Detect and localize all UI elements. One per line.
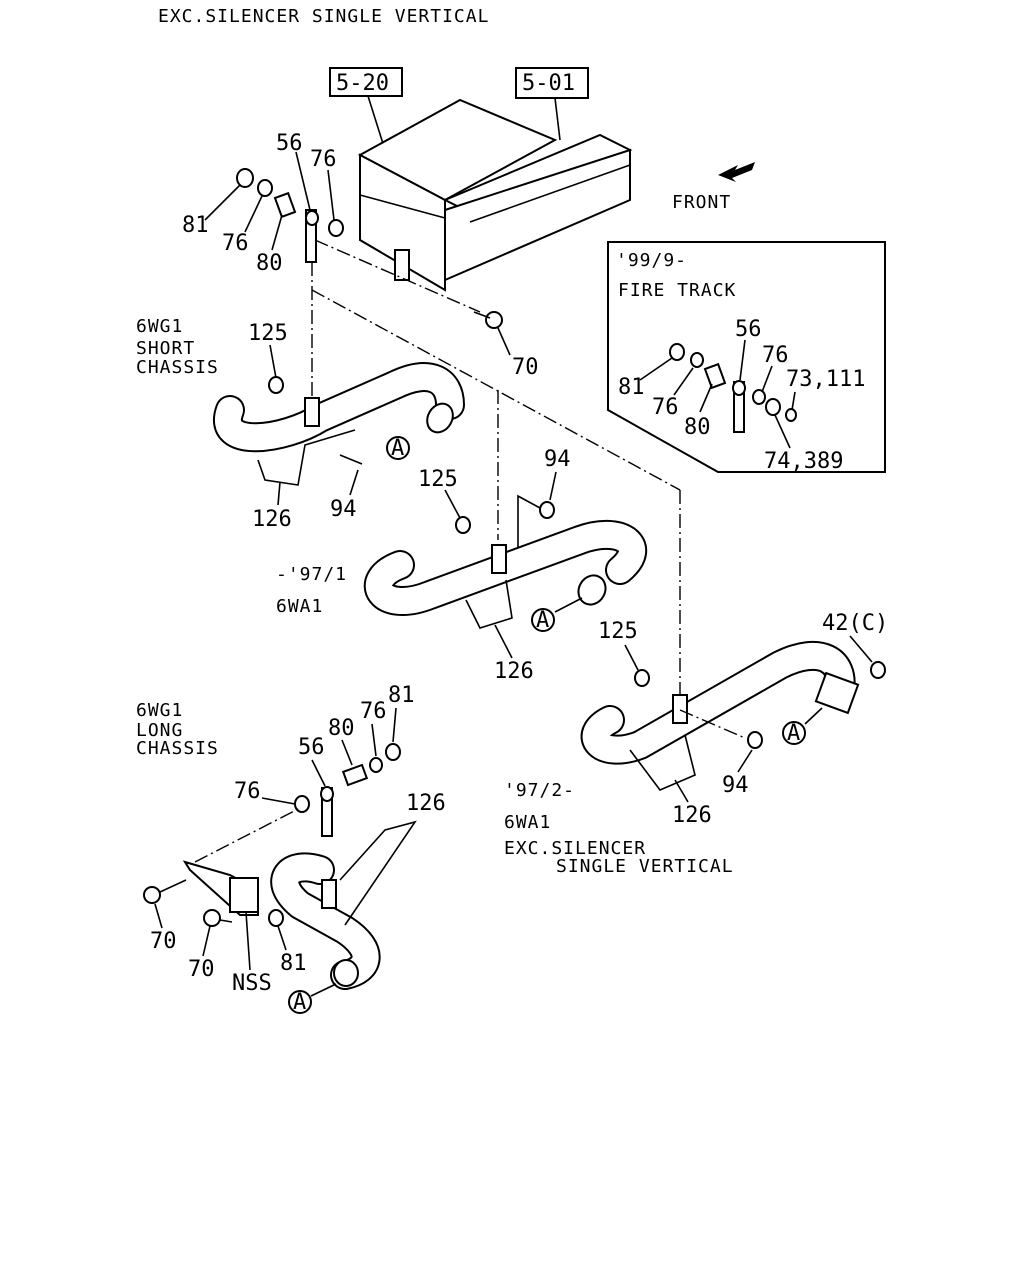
label-80: 80 <box>328 716 355 741</box>
callout-a: A <box>391 436 404 461</box>
label-56: 56 <box>298 735 325 760</box>
group-late-line2: 6WA1 <box>504 812 551 833</box>
label-76: 76 <box>360 699 387 724</box>
label-56: 56 <box>276 131 303 156</box>
label-81: 81 <box>388 683 415 708</box>
group-short-line2: SHORT <box>136 338 195 359</box>
label-126: 126 <box>252 507 292 532</box>
callout-a: A <box>293 990 306 1015</box>
top-hardware <box>236 168 503 329</box>
label-nss: NSS <box>232 971 272 996</box>
label-42c: 42(C) <box>822 611 888 636</box>
exhaust-pipe-late[interactable] <box>580 641 860 765</box>
label-56: 56 <box>735 317 762 342</box>
group-early-line1: -'97/1 <box>276 564 347 585</box>
label-94: 94 <box>330 497 357 522</box>
label-126: 126 <box>672 803 712 828</box>
label-70: 70 <box>150 929 177 954</box>
diagram-title: EXC.SILENCER SINGLE VERTICAL <box>158 6 489 27</box>
front-label: FRONT <box>672 192 731 213</box>
ref-box-5-01[interactable]: 5-01 <box>515 67 589 99</box>
label-73-111: 73,111 <box>786 367 865 392</box>
group-long-line2: LONG <box>136 720 183 741</box>
label-76: 76 <box>222 231 249 256</box>
label-125: 125 <box>418 467 458 492</box>
label-76: 76 <box>762 343 789 368</box>
label-81: 81 <box>182 213 209 238</box>
group-late-line3: EXC.SILENCER <box>504 838 646 859</box>
label-126: 126 <box>494 659 534 684</box>
group-early-line2: 6WA1 <box>276 596 323 617</box>
label-94: 94 <box>722 773 749 798</box>
callout-a: A <box>536 608 549 633</box>
exhaust-pipe-early[interactable] <box>363 519 647 616</box>
group-long-line1: 6WG1 <box>136 700 183 721</box>
group-long-line3: CHASSIS <box>136 738 219 759</box>
inset-subtitle: FIRE TRACK <box>618 280 736 301</box>
label-80: 80 <box>684 415 711 440</box>
long-chassis-hardware <box>143 743 401 927</box>
label-125: 125 <box>248 321 288 346</box>
label-80: 80 <box>256 251 283 276</box>
label-74-389: 74,389 <box>764 449 843 474</box>
label-94: 94 <box>544 447 571 472</box>
exhaust-pipe-short[interactable] <box>213 362 465 453</box>
group-short-line1: 6WG1 <box>136 316 183 337</box>
label-70: 70 <box>512 355 539 380</box>
ref-label: 5-01 <box>522 71 575 96</box>
label-125: 125 <box>598 619 638 644</box>
label-70: 70 <box>188 957 215 982</box>
inset-title: '99/9- <box>616 250 687 271</box>
label-76: 76 <box>234 779 261 804</box>
label-76: 76 <box>652 395 679 420</box>
group-late-line4: SINGLE VERTICAL <box>556 856 734 877</box>
ref-box-5-20[interactable]: 5-20 <box>329 67 403 97</box>
ref-label: 5-20 <box>336 71 389 96</box>
inset-fire-track: '99/9- FIRE TRACK 56 76 73,111 81 76 80 … <box>607 241 886 474</box>
group-late-line1: '97/2- <box>504 780 575 801</box>
callout-a: A <box>787 721 800 746</box>
label-81: 81 <box>280 951 307 976</box>
group-short-line3: CHASSIS <box>136 357 219 378</box>
frame-silencer-assembly <box>357 98 633 292</box>
label-126: 126 <box>406 791 446 816</box>
front-arrow-icon <box>718 162 755 182</box>
label-76: 76 <box>310 147 337 172</box>
exhaust-pipe-long[interactable] <box>270 852 381 990</box>
